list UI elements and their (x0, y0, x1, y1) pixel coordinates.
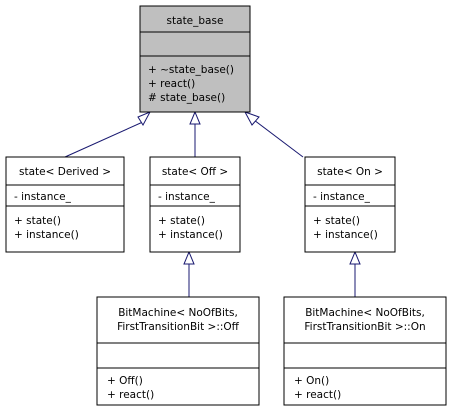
class-box-bitmachine-on: BitMachine< NoOfBits, FirstTransitionBit… (283, 296, 447, 406)
edge-bmoff-arrowhead (183, 250, 195, 265)
edge-on-to-base (253, 119, 304, 158)
edge-derived-arrowhead (137, 110, 152, 126)
method: + react() (107, 389, 154, 401)
class-name: state< Derived > (19, 166, 111, 178)
method: + instance() (313, 229, 378, 241)
edge-off-arrowhead (189, 110, 201, 125)
method: + instance() (14, 229, 79, 241)
attribute: - instance_ (14, 191, 72, 203)
edge-bmon-arrowhead (349, 250, 361, 265)
edge-on-arrowhead (243, 111, 260, 126)
method: + react() (294, 389, 341, 401)
class-name: state_base (167, 15, 224, 27)
class-box-state-base: state_base + ~state_base() + react() # s… (139, 5, 251, 113)
edge-derived-to-base (64, 120, 146, 158)
attribute: - instance_ (313, 191, 371, 203)
method: + ~state_base() (148, 64, 234, 76)
class-name-line1: BitMachine< NoOfBits, (305, 307, 425, 319)
method: + Off() (107, 375, 143, 387)
class-box-bitmachine-off: BitMachine< NoOfBits, FirstTransitionBit… (96, 296, 260, 406)
method: + state() (313, 215, 360, 227)
class-name-line1: BitMachine< NoOfBits, (118, 307, 238, 319)
class-box-state-derived: state< Derived > - instance_ + state() +… (5, 156, 125, 253)
method: + state() (14, 215, 61, 227)
method: # state_base() (148, 92, 225, 104)
class-box-state-on: state< On > - instance_ + state() + inst… (304, 156, 396, 253)
class-name: state< Off > (162, 166, 228, 178)
class-name-line2: FirstTransitionBit >::On (304, 321, 425, 333)
class-box-state-off: state< Off > - instance_ + state() + ins… (149, 156, 241, 253)
method: + state() (158, 215, 205, 227)
inheritance-edges (64, 110, 361, 297)
class-name-line2: FirstTransitionBit >::Off (117, 321, 240, 333)
class-name: state< On > (317, 166, 383, 178)
method: + instance() (158, 229, 223, 241)
method: + react() (148, 78, 195, 90)
attribute: - instance_ (158, 191, 216, 203)
method: + On() (294, 375, 329, 387)
